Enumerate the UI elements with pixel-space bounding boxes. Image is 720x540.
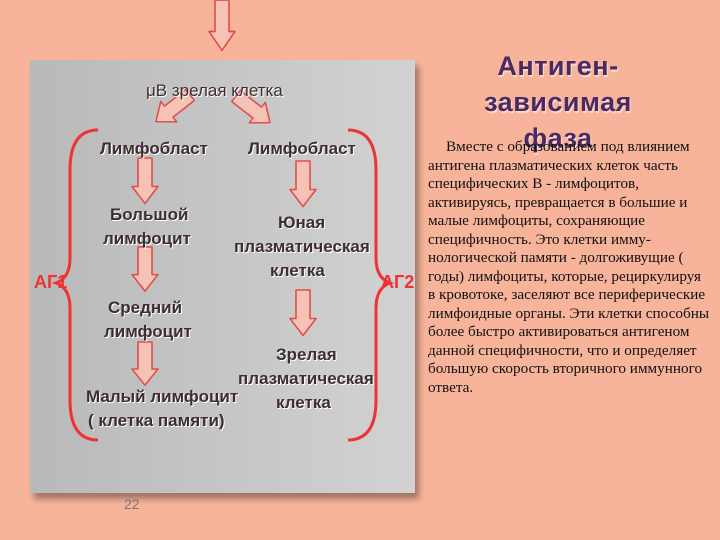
slide-title-line1: Антиген-зависимая [484, 51, 632, 117]
slide-title: Антиген-зависимая фаза [428, 48, 688, 156]
left-small-lymphocyte: Малый лимфоцит [86, 387, 239, 406]
arrow-top-entry [208, 0, 236, 52]
right-mature-plasma-1: Зрелая [276, 345, 337, 364]
left-large-lymphocyte-2: лимфоцит [103, 229, 191, 248]
ag1-label: АГ1 [34, 272, 68, 292]
slide-title-line2: фаза [523, 123, 593, 153]
right-lymphoblast: Лимфобласт [248, 139, 356, 158]
left-large-lymphocyte-1: Большой [110, 205, 189, 224]
right-young-plasma-3: клетка [270, 261, 325, 280]
right-young-plasma-1: Юная [278, 213, 326, 232]
left-medium-lymphocyte-2: лимфоцит [104, 322, 192, 341]
left-lymphoblast: Лимфобласт [100, 139, 208, 158]
left-medium-lymphocyte-1: Средний [108, 298, 183, 317]
page-number: 22 [124, 496, 140, 512]
right-young-plasma-2: плазматическая [234, 237, 370, 256]
left-memory-cell: ( клетка памяти) [88, 411, 225, 430]
top-cell-label: μB зрелая клетка [146, 81, 283, 100]
description-paragraph: Вместе с образованием под влиянием антиг… [428, 138, 710, 396]
right-mature-plasma-3: клетка [276, 393, 331, 412]
right-mature-plasma-2: плазматическая [238, 369, 374, 388]
ag2-label: АГ2 [381, 272, 415, 292]
